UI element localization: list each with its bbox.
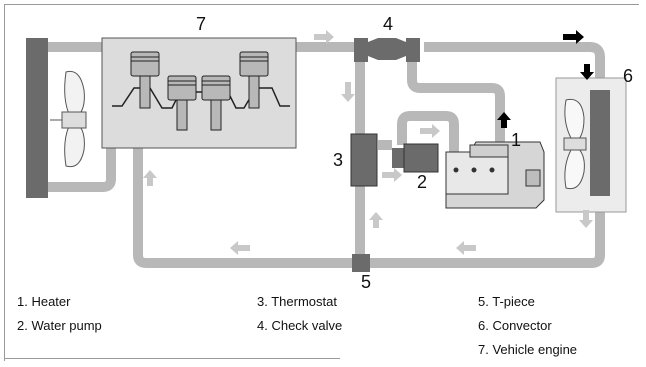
convector-core [590,90,610,196]
convector [555,77,627,213]
legend-item-heater: 1. Heater [17,294,71,309]
pipe-radiator-engine-bottom [48,147,116,192]
coolant-pipes [48,42,605,268]
piston-2 [167,75,197,131]
convector-fan-icon [563,98,587,190]
dark-arrow-up-heater [497,112,511,128]
legend-item-t-piece: 5. T-piece [478,294,535,309]
check-valve-left-block [354,38,368,62]
label-engine-number: 7 [196,14,207,34]
flow-arrow-right-pump-loop [420,124,440,138]
check-valve-body [368,38,406,60]
heater-unit [445,141,545,209]
label-water-pump-number: 2 [417,172,428,192]
label-convector-number: 6 [623,66,634,86]
label-thermostat-number: 3 [333,150,344,170]
flow-arrow-left-bottom-2 [456,241,476,255]
vehicle-radiator [26,38,87,198]
radiator-fan-icon [50,70,87,168]
piston-icons [130,51,269,131]
piston-1 [130,51,160,109]
label-heater-number: 1 [511,130,522,150]
water-pump-motor [403,143,439,173]
piston-4 [239,51,269,109]
flow-arrow-down-left [341,82,355,102]
thermostat-body [350,133,378,187]
pipe-checkvalve-heater [407,62,505,145]
pipe-tpiece-engine [133,147,356,268]
dark-flow-arrows [497,30,594,128]
heater-front-panel [445,151,509,195]
legend-item-convector: 6. Convector [478,318,552,333]
check-valve [354,38,420,62]
legend-item-water-pump: 2. Water pump [17,318,102,333]
heater-top-cap [469,144,509,158]
radiator-core [26,38,48,198]
heater-exhaust [525,169,541,187]
dark-arrow-right-convector [563,30,584,44]
label-check-valve-number: 4 [383,14,394,34]
figure-frame-bottom [4,358,340,359]
water-pump [392,143,439,173]
pipe-convector-tpiece [362,195,605,268]
flow-arrow-right-pump [382,168,402,182]
flow-arrow-down-convector [579,210,593,228]
vehicle-engine [101,37,297,149]
flow-arrow-up-thermostat [369,212,383,228]
label-t-piece-number: 5 [361,272,372,292]
check-valve-right-block [406,38,420,62]
pipe-pump-heater [397,111,459,152]
water-pump-neck [392,148,404,168]
flow-arrow-up-engine [143,170,157,186]
figure-frame [4,4,639,361]
legend-item-vehicle-engine: 7. Vehicle engine [478,342,578,357]
legend-item-thermostat: 3. Thermostat [257,294,337,309]
flow-arrow-right-top [314,30,334,44]
legend-item-check-valve: 4. Check valve [257,318,343,333]
t-piece-body [352,254,370,272]
dark-arrow-down-convector [580,64,594,80]
piston-3 [201,75,231,131]
flow-arrows [143,30,593,255]
flow-arrow-left-bottom-1 [230,241,250,255]
pipe-checkvalve-convector [424,42,605,90]
